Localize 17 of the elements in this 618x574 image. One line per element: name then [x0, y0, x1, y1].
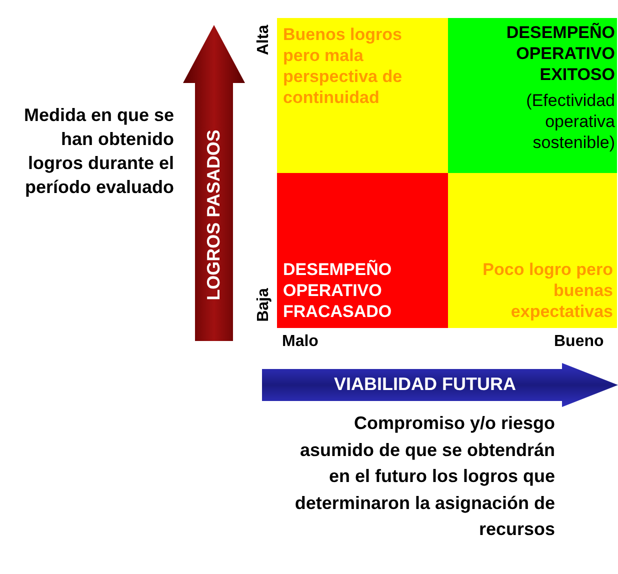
- quadrant-title: Buenos logros pero mala perspectiva de continuidad: [283, 24, 404, 108]
- axis-tick-label: Malo: [282, 333, 318, 351]
- quadrant-title: DESEMPEÑO OPERATIVO EXITOSO: [505, 22, 615, 85]
- axis-description: Compromiso y/o riesgo asumido de que se obtendrán en el futuro los logros que determinaron la asignación de recursos: [294, 412, 555, 541]
- quadrant: [277, 173, 448, 328]
- axis-description: Medida en que se han obtenido logros durante el período evaluado: [22, 104, 174, 199]
- axis-title: LOGROS PASADOS: [204, 129, 224, 300]
- axis-tick-label: Baja: [255, 288, 273, 322]
- quadrant: [448, 173, 617, 328]
- quadrant-title: Poco logro pero buenas expectativas: [482, 259, 613, 322]
- axis-title: VIABILIDAD FUTURA: [334, 374, 516, 395]
- quadrant-subtitle: (Efectividad operativa sostenible): [525, 90, 615, 153]
- quadrant: [448, 18, 617, 173]
- quadrant-title: DESEMPEÑO OPERATIVO FRACASADO: [283, 259, 393, 322]
- axis-tick-label: Bueno: [554, 333, 604, 351]
- axis-tick-label: Alta: [255, 24, 273, 56]
- quadrant: [277, 18, 448, 173]
